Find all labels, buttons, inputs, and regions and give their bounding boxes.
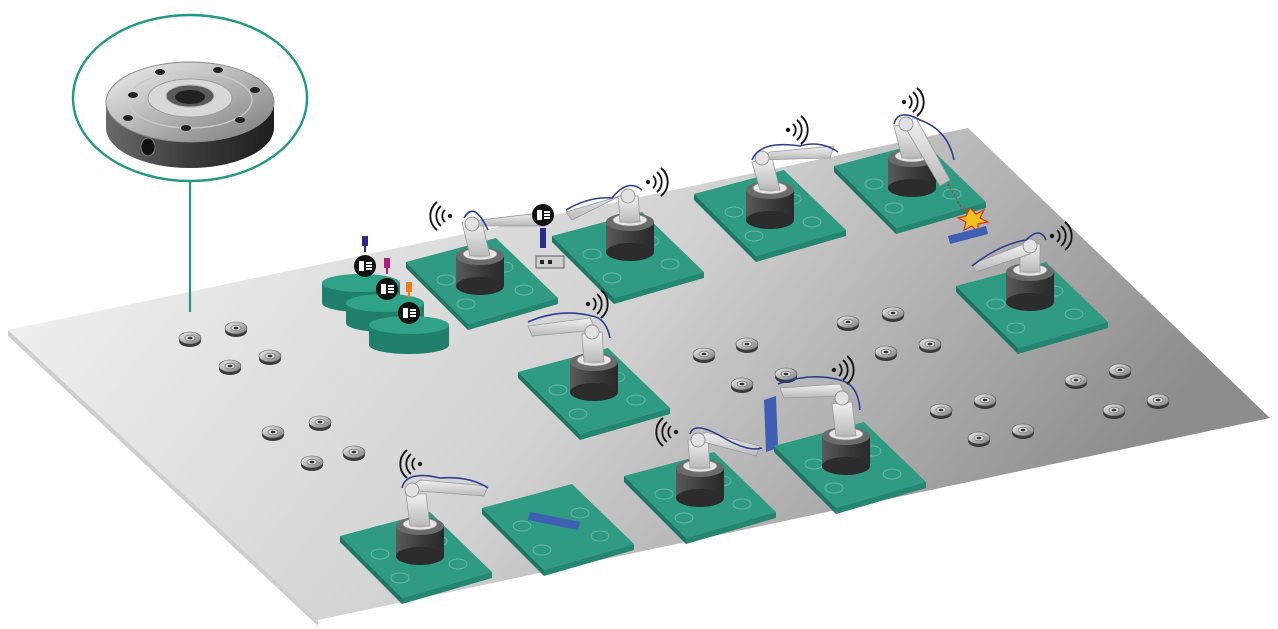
robot-cell xyxy=(339,449,493,605)
robot-arm xyxy=(401,474,489,527)
wifi-signal-icon xyxy=(429,201,454,231)
factory-floor xyxy=(8,128,1270,626)
robot-cell xyxy=(517,289,671,441)
robot-arm xyxy=(777,376,861,437)
bottle-icon xyxy=(398,282,420,324)
blue-workpiece xyxy=(764,396,778,452)
part-platform xyxy=(481,483,635,577)
robot-cell xyxy=(833,87,990,244)
sensor-callout xyxy=(71,13,309,312)
robot-cell xyxy=(955,221,1109,355)
gripper-badge-icon xyxy=(532,204,554,226)
force-sensor-disc-icon xyxy=(105,61,275,168)
robot-arm xyxy=(893,114,955,187)
bottle-icon xyxy=(354,236,376,277)
robot-arm xyxy=(687,427,763,469)
robot-cell xyxy=(623,417,777,545)
robot-cell xyxy=(405,201,565,331)
robot-cell xyxy=(764,355,927,515)
wifi-signal-icon xyxy=(644,167,669,197)
robot-arm xyxy=(971,232,1047,273)
robot-cell xyxy=(693,115,847,263)
robot-arm xyxy=(565,184,643,223)
wifi-signal-icon xyxy=(784,115,809,145)
dispensing-station xyxy=(322,236,449,354)
wifi-signal-icon xyxy=(900,87,925,117)
gripper-tool xyxy=(535,255,565,269)
station-puck-3 xyxy=(369,316,449,354)
robot-arm xyxy=(527,312,611,363)
robot-cell xyxy=(551,167,705,305)
bottle-icon xyxy=(376,258,398,300)
robot-arm xyxy=(751,143,839,191)
blue-workpiece xyxy=(528,512,580,530)
